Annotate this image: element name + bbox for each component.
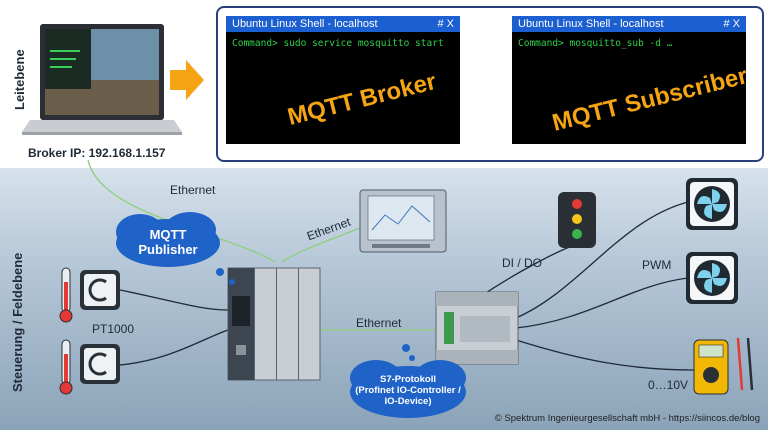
analog-line (515, 339, 695, 371)
plc-s7-1500-icon (227, 267, 321, 381)
laptop-icon (22, 24, 182, 135)
s7-line-2: (Profinet IO-Controller / (355, 385, 461, 396)
s7-line-1: S7-Protokoll (380, 374, 436, 385)
copyright-notice: © Spektrum Ingenieurgesellschaft mbH - h… (494, 413, 760, 424)
analog-label: 0…10V (648, 378, 689, 392)
signal-light-icon (558, 192, 596, 248)
fan-icon (686, 178, 738, 230)
pwm-line-1 (515, 201, 689, 319)
cloud-s7-protocol (350, 344, 466, 418)
terminal-subscriber: Ubuntu Linux Shell - localhost # X Comma… (512, 16, 750, 144)
hmi-panel-icon (359, 189, 447, 253)
window-controls[interactable]: # X (723, 18, 740, 30)
thermometer-icon (59, 267, 73, 323)
thermometer-icon (59, 339, 73, 395)
window-controls[interactable]: # X (437, 18, 454, 30)
broker-ip-label: Broker IP: 192.168.1.157 (28, 146, 166, 160)
terminal-broker: Ubuntu Linux Shell - localhost # X Comma… (226, 16, 460, 144)
terminal-command: Command> sudo service mosquitto start (232, 38, 444, 49)
multimeter-icon (693, 337, 754, 395)
ethernet-label-3: Ethernet (356, 316, 402, 330)
terminal-titlebar: Ubuntu Linux Shell - localhost # X (226, 16, 460, 32)
pt1000-label: PT1000 (92, 322, 135, 336)
terminal-titlebar: Ubuntu Linux Shell - localhost # X (512, 16, 746, 32)
plc-s7-1200-icon (435, 291, 519, 365)
s7-line-3: IO-Device) (384, 396, 432, 407)
fan-icon (686, 252, 738, 304)
terminal-command: Command> mosquitto_sub -d … (518, 38, 673, 49)
s7-protocol-text: S7-Protokoll (Profinet IO-Controller / I… (350, 374, 466, 407)
arrow-icon (170, 60, 204, 100)
terminal-title: Ubuntu Linux Shell - localhost (518, 18, 664, 30)
cloud-mqtt-publisher (116, 212, 235, 285)
sensor-box-icon (80, 344, 120, 384)
mqtt-publisher-text: MQTT Publisher (120, 227, 216, 257)
ethernet-label-1: Ethernet (170, 183, 216, 197)
dido-label: DI / DO (502, 256, 543, 270)
sensor-line-1 (119, 289, 229, 311)
ethernet-line-hmi-plc (281, 227, 361, 263)
pwm-line-2 (515, 277, 689, 329)
sensor-box-icon (80, 270, 120, 310)
sensor-line-2 (119, 329, 229, 366)
pwm-label: PWM (642, 258, 672, 272)
terminal-title: Ubuntu Linux Shell - localhost (232, 18, 378, 30)
publisher-line-2: Publisher (138, 242, 198, 257)
publisher-line-1: MQTT (149, 227, 187, 242)
